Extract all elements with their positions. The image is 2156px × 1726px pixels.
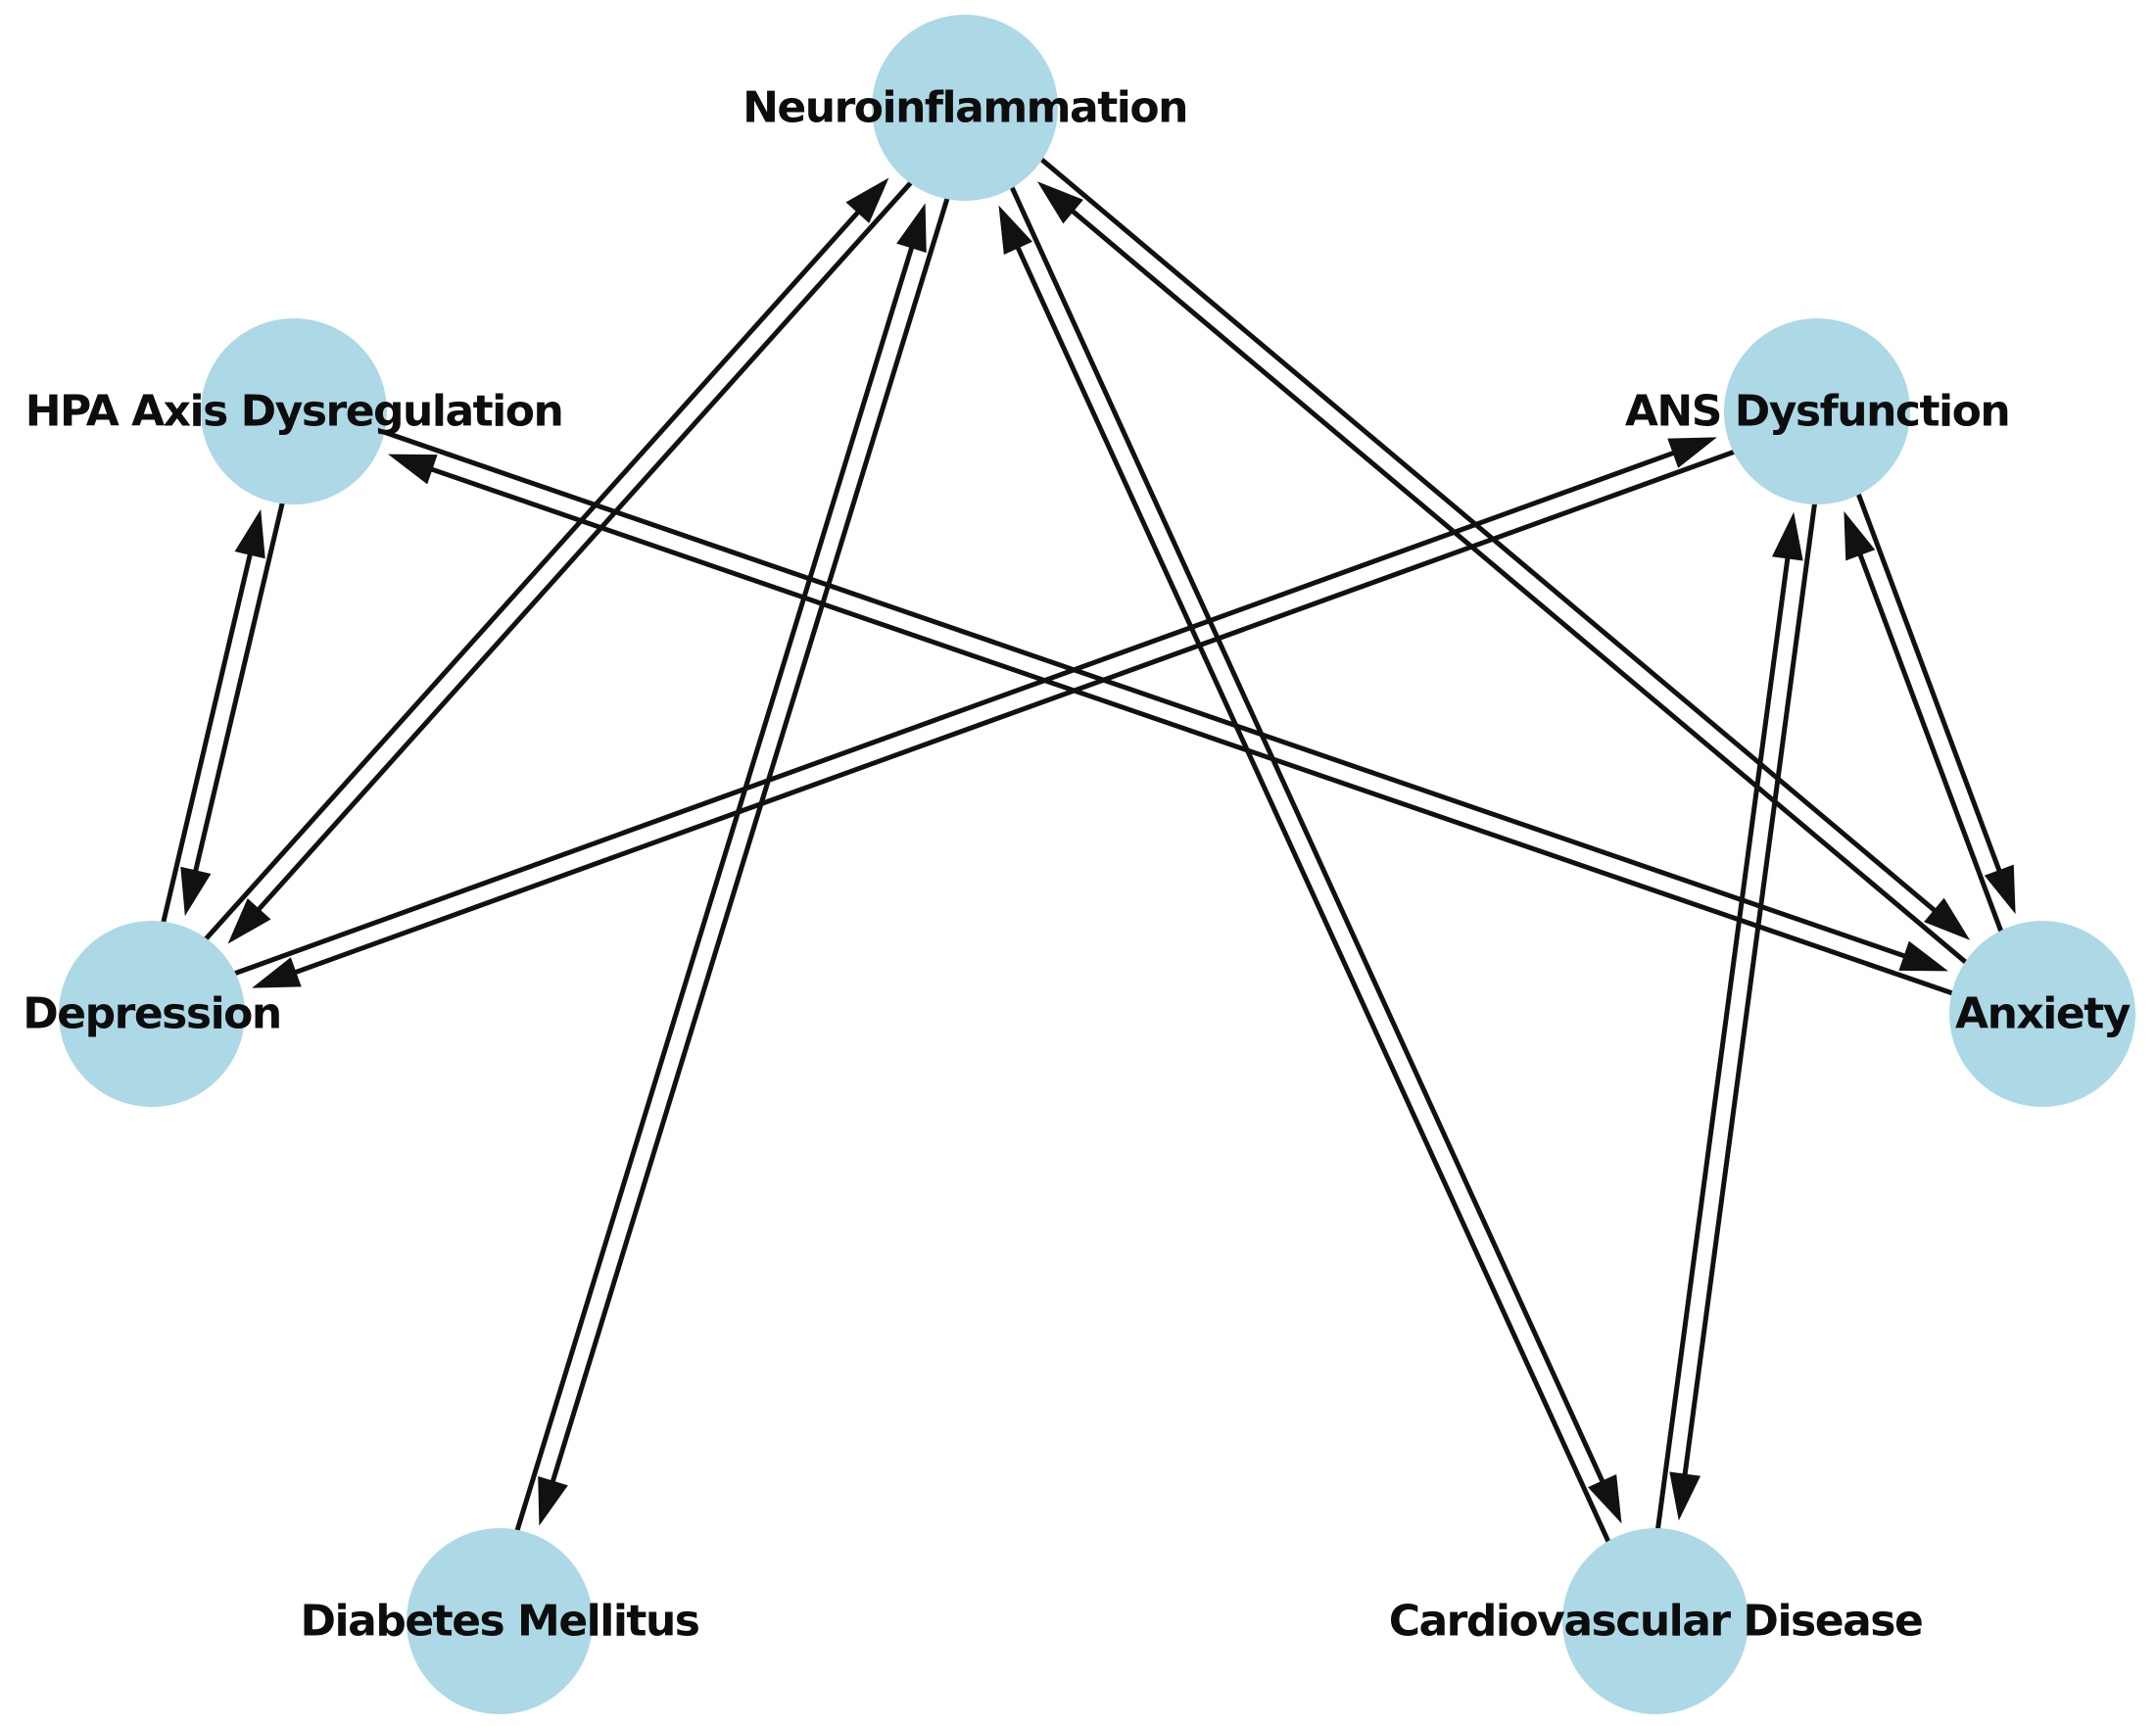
- arrowhead-depression-neuroinflammation: [845, 177, 889, 223]
- arrowhead-anxiety-hpa: [388, 454, 438, 485]
- edge-layer: [159, 153, 2016, 1550]
- edge-diabetes-neuroinflammation: [512, 239, 917, 1538]
- edge-ans-cvd: [1681, 497, 1818, 1482]
- node-label-depression: Depression: [23, 989, 280, 1039]
- arrowhead-neuroinflammation-diabetes: [538, 1475, 568, 1526]
- node-hpa: [201, 318, 387, 504]
- node-ans: [1724, 318, 1910, 504]
- node-label-anxiety: Anxiety: [1955, 989, 2131, 1039]
- edge-ans-anxiety: [1853, 487, 2004, 879]
- edge-anxiety-hpa: [424, 464, 1960, 998]
- arrowhead-hpa-anxiety: [1898, 940, 1948, 972]
- edge-neuroinflammation-cvd: [1006, 179, 1608, 1489]
- arrowhead-anxiety-ans: [1844, 510, 1876, 561]
- node-label-neuroinflammation: Neuroinflammation: [743, 83, 1187, 133]
- arrowhead-neuroinflammation-depression: [227, 898, 271, 944]
- node-layer: [59, 15, 2135, 1714]
- node-anxiety: [1949, 921, 2135, 1107]
- arrowhead-ans-depression: [252, 957, 302, 988]
- edge-hpa-anxiety: [376, 427, 1912, 961]
- edge-anxiety-neuroinflammation: [1065, 205, 1973, 969]
- node-depression: [59, 921, 245, 1107]
- arrowhead-neuroinflammation-anxiety: [1924, 897, 1971, 940]
- edge-depression-hpa: [159, 547, 255, 930]
- arrowhead-depression-ans: [1667, 437, 1717, 468]
- node-neuroinflammation: [872, 15, 1058, 201]
- edge-neuroinflammation-anxiety: [1034, 153, 1942, 917]
- edge-neuroinflammation-depression: [252, 175, 918, 917]
- edge-anxiety-ans: [1855, 547, 2006, 938]
- node-cvd: [1562, 1528, 1749, 1714]
- arrowhead-ans-cvd: [1669, 1471, 1701, 1521]
- edge-cvd-ans: [1654, 551, 1792, 1536]
- edge-neuroinflammation-diabetes: [548, 191, 952, 1490]
- node-label-hpa: HPA Axis Dysregulation: [25, 387, 563, 437]
- arrowhead-hpa-depression: [180, 866, 212, 917]
- node-label-cvd: Cardiovascular Disease: [1389, 1597, 1923, 1647]
- arrowhead-ans-anxiety: [1984, 864, 2016, 915]
- node-label-diabetes: Diabetes Mellitus: [301, 1597, 699, 1647]
- arrowhead-neuroinflammation-cvd: [1588, 1474, 1622, 1524]
- arrowhead-cvd-neuroinflammation: [998, 205, 1032, 255]
- edge-cvd-neuroinflammation: [1012, 240, 1614, 1550]
- edge-depression-ans: [227, 448, 1682, 979]
- edge-ans-depression: [287, 447, 1742, 978]
- node-diabetes: [407, 1528, 593, 1714]
- arrowhead-anxiety-neuroinflammation: [1036, 181, 1083, 224]
- edge-hpa-depression: [191, 496, 287, 879]
- arrowhead-diabetes-neuroinflammation: [896, 203, 927, 254]
- arrowhead-cvd-ans: [1771, 511, 1803, 561]
- edge-depression-neuroinflammation: [199, 205, 865, 946]
- node-label-ans: ANS Dysfunction: [1625, 387, 2009, 437]
- arrowhead-depression-hpa: [234, 508, 265, 559]
